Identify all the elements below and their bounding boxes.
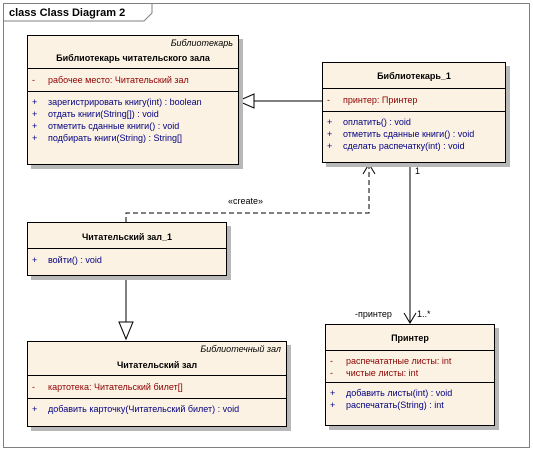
operation-text: отдать книги(String[]) : void <box>48 109 159 119</box>
operation-text: распечатать(String) : int <box>346 400 444 410</box>
assoc-role-label: -принтер <box>355 309 392 319</box>
visibility-marker: + <box>32 255 38 265</box>
dependency-create[interactable] <box>125 163 376 222</box>
visibility-marker: - <box>32 75 35 85</box>
class-header: Принтер <box>326 325 494 351</box>
visibility-marker: + <box>330 400 336 410</box>
operation-row[interactable]: + отметить сданные книги() : void <box>323 128 505 140</box>
class-printer[interactable]: Принтер - распечататные листы: int - чис… <box>325 324 495 426</box>
visibility-marker: + <box>32 133 38 143</box>
frame-tab-shape <box>4 4 153 22</box>
operation-row[interactable]: + сделать распечатку(int) : void <box>323 140 505 152</box>
class-librarian-reading-hall[interactable]: Библиотекарь Библиотекарь читательского … <box>27 35 239 165</box>
operations-section: + войти() : void <box>28 249 226 269</box>
assoc-target-multiplicity: 1..* <box>417 309 431 319</box>
operation-text: добавить листы(int) : void <box>346 388 453 398</box>
attributes-section: - распечататные листы: int - чистые лист… <box>326 351 494 383</box>
operation-row[interactable]: + оплатить() : void <box>323 116 505 128</box>
visibility-marker: + <box>327 141 333 151</box>
visibility-marker: - <box>330 368 333 378</box>
attribute-row[interactable]: - картотека: Читательский билет[] <box>28 381 286 393</box>
create-label: «create» <box>228 196 264 206</box>
class-header: Библиотекарь Библиотекарь читательского … <box>28 36 238 69</box>
diagram-title: class Class Diagram 2 <box>9 7 126 19</box>
operation-row[interactable]: + зарегистрировать книгу(int) : boolean <box>28 96 238 108</box>
generalization-librarian[interactable] <box>236 93 322 109</box>
visibility-marker: - <box>32 382 35 392</box>
visibility-marker: + <box>327 117 333 127</box>
operation-text: сделать распечатку(int) : void <box>343 141 465 151</box>
operation-row[interactable]: + подбирать книги(String) : String[] <box>28 132 238 144</box>
class-header: Читательский зал_1 <box>28 223 226 249</box>
visibility-marker: + <box>32 109 38 119</box>
operations-section: + зарегистрировать книгу(int) : boolean … <box>28 92 238 147</box>
visibility-marker: + <box>32 121 38 131</box>
attribute-text: рабочее место: Читательский зал <box>48 75 189 85</box>
operation-row[interactable]: + отдать книги(String[]) : void <box>28 108 238 120</box>
attribute-text: распечататные листы: int <box>346 356 452 366</box>
operations-section: + добавить листы(int) : void + распечата… <box>326 383 494 414</box>
attributes-section: - рабочее место: Читательский зал <box>28 69 238 92</box>
class-name: Читательский зал_1 <box>81 232 173 242</box>
stereotype-label: Библиотечный зал <box>200 344 281 354</box>
stereotype-label: Библиотекарь <box>170 38 233 48</box>
operation-text: отметить сданные книги() : void <box>343 129 475 139</box>
association-printer[interactable] <box>403 162 417 324</box>
class-name: Библиотекарь_1 <box>377 71 451 81</box>
attribute-row[interactable]: - распечататные листы: int <box>326 355 494 367</box>
attribute-text: чистые листы: int <box>346 368 419 378</box>
attribute-row[interactable]: - чистые листы: int <box>326 367 494 379</box>
class-name: Принтер <box>391 333 429 343</box>
operation-row[interactable]: + войти() : void <box>28 254 226 266</box>
class-reading-hall-1[interactable]: Читательский зал_1 + войти() : void <box>27 222 227 276</box>
generalization-reading-hall[interactable] <box>118 275 134 341</box>
operations-section: + оплатить() : void + отметить сданные к… <box>323 112 505 155</box>
class-name: Читательский зал <box>116 360 198 370</box>
class-librarian-1[interactable]: Библиотекарь_1 - принтер: Принтер + опла… <box>322 62 506 163</box>
class-header: Библиотекарь_1 <box>323 63 505 89</box>
operations-section: + добавить карточку(Читательский билет) … <box>28 399 286 418</box>
attributes-section: - картотека: Читательский билет[] <box>28 376 286 399</box>
operation-text: подбирать книги(String) : String[] <box>48 133 183 143</box>
attribute-text: принтер: Принтер <box>343 95 418 105</box>
attribute-row[interactable]: - рабочее место: Читательский зал <box>28 74 238 86</box>
operation-row[interactable]: + отметить сданные книги() : void <box>28 120 238 132</box>
visibility-marker: + <box>32 404 38 414</box>
visibility-marker: - <box>327 95 330 105</box>
operation-row[interactable]: + добавить листы(int) : void <box>326 387 494 399</box>
operation-text: войти() : void <box>48 255 102 265</box>
class-reading-hall[interactable]: Библиотечный зал Читательский зал - карт… <box>27 341 287 427</box>
assoc-source-multiplicity: 1 <box>415 166 421 176</box>
visibility-marker: + <box>32 97 38 107</box>
visibility-marker: + <box>327 129 333 139</box>
attribute-row[interactable]: - принтер: Принтер <box>323 94 505 106</box>
operation-text: отметить сданные книги() : void <box>48 121 180 131</box>
operation-row[interactable]: + добавить карточку(Читательский билет) … <box>28 403 286 415</box>
visibility-marker: + <box>330 388 336 398</box>
operation-row[interactable]: + распечатать(String) : int <box>326 399 494 411</box>
visibility-marker: - <box>330 356 333 366</box>
operation-text: зарегистрировать книгу(int) : boolean <box>48 97 202 107</box>
attributes-section: - принтер: Принтер <box>323 89 505 112</box>
class-header: Библиотечный зал Читательский зал <box>28 342 286 376</box>
operation-text: оплатить() : void <box>343 117 411 127</box>
class-name: Библиотекарь читательского зала <box>56 53 210 63</box>
attribute-text: картотека: Читательский билет[] <box>48 382 183 392</box>
operation-text: добавить карточку(Читательский билет) : … <box>48 404 240 414</box>
